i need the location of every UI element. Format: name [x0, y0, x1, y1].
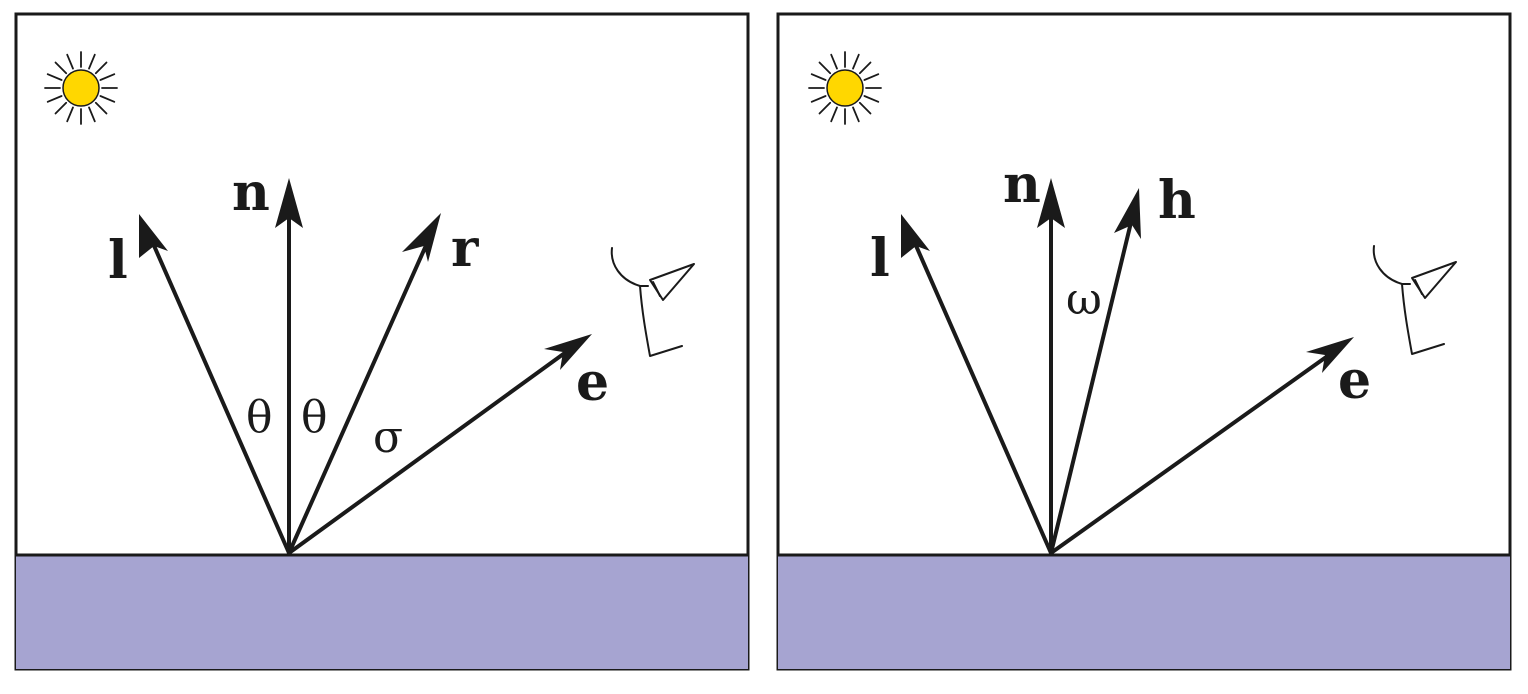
vector-e [1049, 337, 1354, 555]
vector-label-n: n [1003, 154, 1041, 215]
vector-label-l: l [108, 230, 128, 291]
vector-e [287, 334, 592, 555]
angle-label-sigma: σ [373, 412, 403, 463]
vector-label-l: l [870, 228, 890, 289]
vector-label-e: e [1338, 350, 1371, 411]
vector-h [1049, 188, 1141, 555]
surface [16, 555, 748, 669]
angle-label-theta: θ [301, 392, 328, 443]
surface [778, 555, 1510, 669]
vector-l [901, 214, 1053, 555]
eye-icon [1372, 245, 1457, 355]
eye-icon [610, 247, 695, 357]
panel-blinn-phong: l n h e ω [776, 12, 1512, 671]
panel-phong: l n r e θ θ σ [14, 12, 750, 671]
vector-label-e: e [576, 352, 609, 413]
sun-icon [44, 51, 118, 125]
angle-label-omega: ω [1066, 274, 1102, 325]
vector-r [287, 213, 441, 555]
vector-l [139, 214, 291, 555]
vector-n [275, 178, 303, 555]
vector-label-n: n [232, 162, 270, 223]
sun-icon [808, 51, 882, 125]
vector-n [1037, 178, 1065, 555]
vector-label-r: r [451, 218, 479, 279]
vector-label-h: h [1158, 170, 1196, 231]
angle-label-theta: θ [246, 392, 273, 443]
